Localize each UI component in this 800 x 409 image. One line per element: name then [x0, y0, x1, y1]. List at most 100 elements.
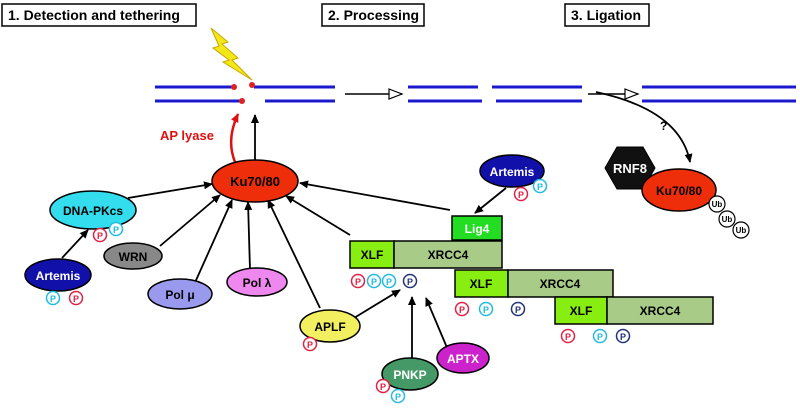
xrcc4-2-label: XRCC4 — [540, 277, 581, 291]
phospho-badge: P — [302, 336, 318, 352]
break-end-dot — [239, 98, 245, 104]
xlf-xrcc4-complex-1: XLF XRCC4 — [349, 240, 503, 269]
question-mark: ? — [660, 119, 667, 133]
artemis-left-label: Artemis — [36, 269, 81, 283]
svg-text:P: P — [515, 305, 521, 315]
ap-lyase-arrow — [229, 113, 240, 163]
header-step2-text: 2. Processing — [328, 7, 419, 23]
phospho-badge: P — [366, 273, 382, 289]
dnapkcs-node: DNA-PKcs — [49, 190, 137, 230]
rnf8-node: RNF8 — [604, 146, 656, 190]
header-step3: 3. Ligation — [564, 3, 650, 27]
pol-lambda-label: Pol λ — [243, 276, 272, 290]
phospho-badge: P — [592, 328, 608, 344]
svg-text:P: P — [483, 305, 489, 315]
aptx-node: APTX — [436, 342, 490, 374]
dna-processing — [408, 85, 582, 103]
header-step1: 1. Detection and tethering — [1, 3, 197, 27]
wrn-node: WRN — [103, 242, 163, 270]
ku7080-right-node: Ku70/80 — [641, 168, 717, 212]
phospho-badge: P — [510, 301, 526, 317]
svg-text:P: P — [307, 340, 313, 350]
pnkp-node: PNKP — [381, 357, 439, 391]
phospho-badge: P — [92, 227, 108, 243]
phospho-badge: P — [108, 221, 124, 237]
xlf-xrcc4-complex-3: XLF XRCC4 — [554, 296, 714, 325]
pol-lambda-node: Pol λ — [226, 267, 288, 297]
aplf-node: APLF — [299, 309, 361, 343]
svg-text:P: P — [620, 332, 626, 342]
phospho-badge: P — [532, 178, 548, 194]
phospho-badge: P — [560, 328, 576, 344]
dnapkcs-label: DNA-PKcs — [63, 204, 123, 218]
lig4-node: Lig4 — [451, 215, 503, 241]
svg-text:P: P — [565, 332, 571, 342]
dna-ligated — [642, 85, 796, 103]
phospho-badge: P — [381, 273, 397, 289]
artemis-to-lig4-arrow — [474, 187, 507, 214]
processing-arrows — [353, 289, 449, 362]
phospho-badge: P — [478, 301, 494, 317]
svg-text:P: P — [386, 277, 392, 287]
svg-text:P: P — [355, 277, 361, 287]
svg-text:P: P — [371, 277, 377, 287]
phospho-badge: P — [402, 273, 418, 289]
svg-text:P: P — [597, 332, 603, 342]
lightning-icon — [210, 27, 253, 81]
header-step2: 2. Processing — [321, 3, 425, 27]
ubiquitin-badge: Ub — [708, 195, 726, 213]
ap-lyase-label: AP lyase — [160, 128, 214, 143]
phospho-badge: P — [390, 388, 406, 404]
artemis-to-dnapkcs-arrow — [61, 229, 89, 259]
xrcc4-1-label: XRCC4 — [428, 248, 469, 262]
pol-mu-node: Pol μ — [147, 278, 213, 310]
ku7080-node: Ku70/80 — [211, 159, 299, 203]
phospho-badge: P — [454, 301, 470, 317]
xlf-xrcc4-complex-2: XLF XRCC4 — [454, 269, 614, 298]
artemis-top-label: Artemis — [490, 165, 535, 179]
xlf3-label: XLF — [570, 304, 593, 318]
svg-text:P: P — [73, 294, 79, 304]
artemis-left-node: Artemis — [24, 258, 92, 292]
dna-break — [155, 85, 335, 103]
break-end-dot — [231, 84, 237, 90]
wrn-label: WRN — [119, 250, 148, 264]
ku-recruitment-arrows — [127, 180, 451, 309]
svg-text:P: P — [113, 225, 119, 235]
pol-mu-label: Pol μ — [165, 288, 194, 302]
xrcc4-3-label: XRCC4 — [640, 304, 681, 318]
ubiquitin-badge: Ub — [732, 221, 750, 239]
ku7080-right-label: Ku70/80 — [656, 184, 702, 198]
phospho-badge: P — [350, 273, 366, 289]
svg-text:P: P — [380, 382, 386, 392]
phospho-badge: P — [375, 378, 391, 394]
ubiquitin-badge: Ub — [718, 210, 736, 228]
xlf2-label: XLF — [470, 277, 493, 291]
aplf-label: APLF — [314, 320, 345, 334]
break-end-dot — [249, 82, 255, 88]
pnkp-label: PNKP — [393, 368, 426, 382]
phospho-badge: P — [513, 186, 529, 202]
ku7080-label: Ku70/80 — [230, 174, 280, 189]
aptx-label: APTX — [447, 352, 479, 366]
svg-text:P: P — [537, 182, 543, 192]
phospho-badge: P — [45, 290, 61, 306]
svg-text:P: P — [395, 392, 401, 402]
artemis-top-node: Artemis — [479, 154, 545, 188]
svg-text:Ub: Ub — [722, 215, 733, 224]
header-step3-text: 3. Ligation — [571, 7, 641, 23]
ubiquitin-chain: Ub Ub Ub — [708, 195, 750, 239]
lig4-label: Lig4 — [465, 222, 490, 236]
phospho-badge: P — [615, 328, 631, 344]
svg-text:Ub: Ub — [712, 200, 723, 209]
svg-text:P: P — [518, 190, 524, 200]
phospho-badge: P — [68, 290, 84, 306]
svg-text:P: P — [407, 277, 413, 287]
ku-removal-arrow — [595, 91, 693, 163]
svg-text:Ub: Ub — [736, 226, 747, 235]
svg-text:P: P — [459, 305, 465, 315]
rnf8-label: RNF8 — [613, 161, 647, 176]
header-step1-text: 1. Detection and tethering — [8, 7, 180, 23]
